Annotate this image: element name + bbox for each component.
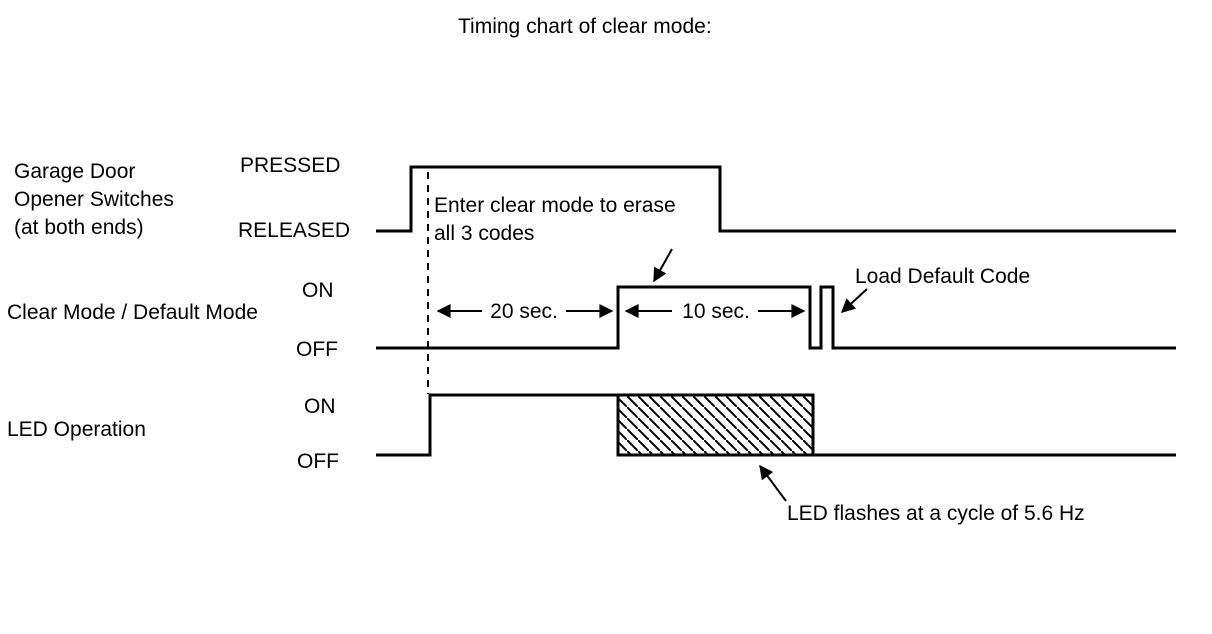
row-clear-mode: Clear Mode / Default Mode ON OFF <box>7 279 1176 361</box>
clear-mode-high-level-label: ON <box>302 279 334 302</box>
switches-low-level-label: RELEASED <box>238 219 350 242</box>
diagram-title: Timing chart of clear mode: <box>458 15 712 38</box>
clear-mode-low-level-label: OFF <box>296 338 338 361</box>
led-flash-hatched-region <box>616 393 815 457</box>
led-flash-annotation: LED flashes at a cycle of 5.6 Hz <box>759 464 1085 525</box>
interval-20s-label: 20 sec. <box>490 300 558 323</box>
led-high-level-label: ON <box>304 395 336 418</box>
clear-mode-pulse-pointer-arrow <box>653 248 673 283</box>
led-row-label: LED Operation <box>7 418 146 441</box>
switches-high-level-label: PRESSED <box>240 154 340 177</box>
clear-mode-waveform <box>376 285 1176 350</box>
enter-clear-annotation-line1: Enter clear mode to erase <box>434 194 676 217</box>
interval-20s: 20 sec. <box>436 300 614 323</box>
led-flash-label: LED flashes at a cycle of 5.6 Hz <box>787 502 1085 525</box>
interval-10s-label: 10 sec. <box>682 300 750 323</box>
load-default-code-label: Load Default Code <box>855 265 1030 288</box>
enter-clear-annotation: Enter clear mode to erase all 3 codes <box>434 194 676 245</box>
enter-clear-annotation-line2: all 3 codes <box>434 222 534 245</box>
clear-mode-row-label: Clear Mode / Default Mode <box>7 301 258 324</box>
load-default-code-arrow <box>840 288 868 313</box>
interval-10s: 10 sec. <box>624 300 806 323</box>
switches-row-label-line2: Opener Switches <box>14 188 174 211</box>
switches-row-label-line3: (at both ends) <box>14 216 144 239</box>
row-switches: Garage Door Opener Switches (at both end… <box>14 154 1176 242</box>
led-waveform-start <box>376 393 618 457</box>
switches-row-label-line1: Garage Door <box>14 160 135 183</box>
load-default-code-annotation: Load Default Code <box>840 265 1030 313</box>
led-flash-arrow <box>759 464 787 502</box>
row-led: LED Operation ON OFF <box>7 393 1176 473</box>
led-low-level-label: OFF <box>297 450 339 473</box>
switches-waveform <box>376 165 1176 233</box>
